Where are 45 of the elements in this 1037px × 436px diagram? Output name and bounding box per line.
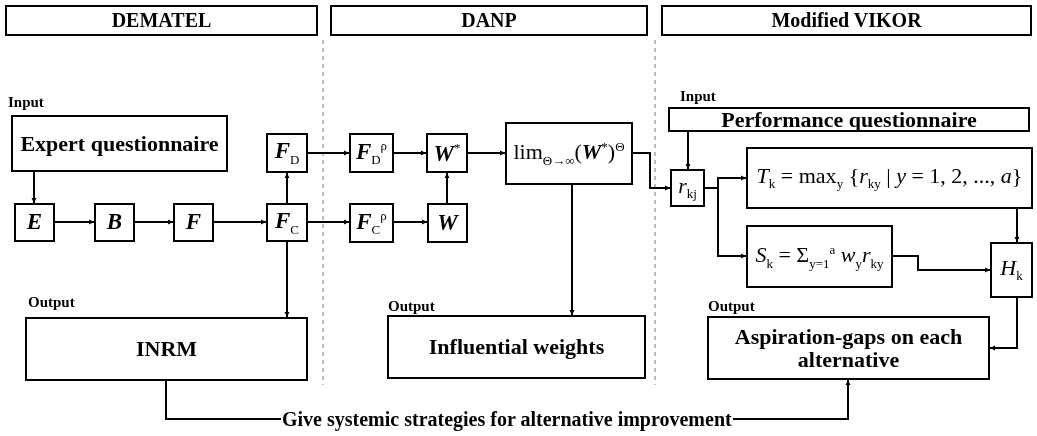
arrow [307,219,350,225]
matrix-box: F$_{D}$ [266,133,308,173]
arrow [393,150,427,156]
arrow [54,219,95,225]
output-box: Aspiration-gaps on each alternative [707,316,990,380]
section-header: DANP [330,5,648,36]
arrow [632,152,671,191]
arrow [892,255,991,273]
formula-box: S$_{k}$ = Σ$_{y=1}$$^{a}$ w$_{y}$r$_{ky}$ [746,225,893,288]
output-box: INRM [25,317,308,381]
process-box: Expert questionnaire [11,115,228,172]
arrow [393,219,428,225]
arrow [31,171,37,204]
arrow [134,219,174,225]
arrow [307,150,350,156]
output-box: Influential weights [387,315,646,379]
formula-box: lim$_{Θ→∞}$(W$^{*}$)$^{Θ}$ [505,122,633,185]
matrix-box: H$_{k}$ [990,242,1033,298]
edge-label: Give systemic strategies for alternative improvement [281,408,733,430]
io-label: Input [8,94,44,111]
matrix-box: F [173,203,214,242]
arrow [1014,208,1020,243]
section-header: Modified VIKOR [661,5,1032,36]
arrow [444,172,450,204]
section-header: DEMATEL [5,5,318,36]
arrow [569,184,575,316]
arrow [989,297,1018,351]
io-label: Output [388,298,435,315]
io-label: Output [28,294,75,311]
arrow [704,187,747,259]
io-label: Output [708,298,755,315]
matrix-box: F$_{C}$ [266,203,308,242]
io-label: Input [680,88,716,105]
arrow [284,172,290,204]
matrix-box: E [14,203,55,242]
matrix-box: W [427,203,468,243]
matrix-box: r$_{kj}$ [670,169,705,207]
matrix-box: B [94,203,135,242]
formula-box: T$_{k}$ = max$_{y}$ {r$_{ky}$ | y = 1, 2, ..., a} [746,147,1033,209]
arrow [213,219,267,225]
arrow [284,241,290,318]
arrow [685,131,691,170]
arrow [467,150,506,156]
matrix-box: W$^{*}$ [426,133,468,173]
process-box: Performance questionnaire [668,107,1030,132]
